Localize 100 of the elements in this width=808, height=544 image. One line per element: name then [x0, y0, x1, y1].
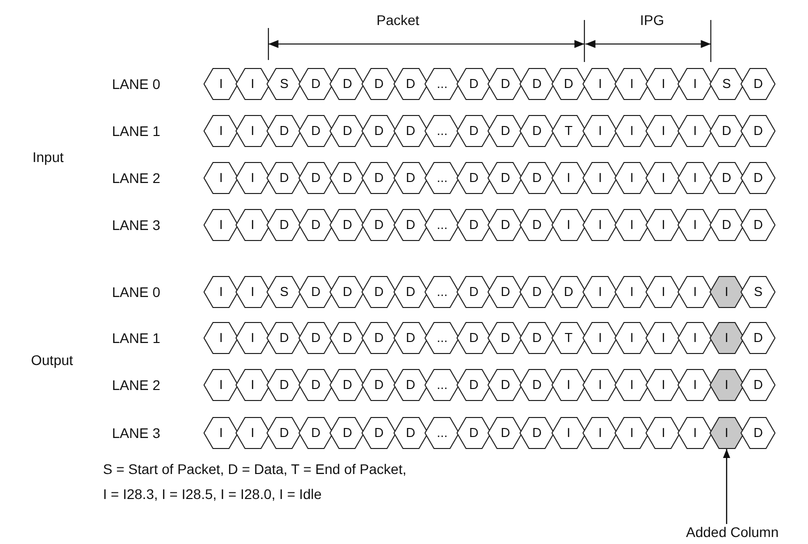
symbol-cell: I	[677, 115, 713, 147]
symbol-cell: I	[234, 369, 271, 401]
symbol-cell: D	[487, 417, 524, 449]
symbol-cell: I	[203, 322, 239, 354]
lane-label: LANE 1	[112, 123, 160, 139]
symbol-cell: D	[329, 162, 366, 194]
symbol-cell: I	[645, 115, 682, 147]
legend-note: S = Start of Packet, D = Data, T = End of Packet,	[103, 461, 406, 477]
symbol-cell: D	[487, 209, 524, 241]
symbol-cell: D	[519, 322, 555, 354]
symbol-cell: I	[645, 322, 682, 354]
symbol-cell: I	[645, 68, 682, 100]
symbol-cell: D	[456, 162, 492, 194]
symbol-cell: D	[392, 68, 429, 100]
symbol-cell: D	[456, 322, 492, 354]
lane-label: LANE 2	[112, 377, 160, 393]
symbol-cell: D	[392, 417, 429, 449]
symbol-cell: I	[203, 417, 239, 449]
symbol-cell: D	[392, 162, 429, 194]
symbol-cell: I	[614, 209, 650, 241]
symbol-cell: D	[361, 276, 397, 308]
symbol-cell: ...	[424, 209, 460, 241]
symbol-cell: D	[519, 162, 555, 194]
symbol-cell: I	[582, 115, 618, 147]
symbol-cell: D	[329, 369, 366, 401]
symbol-cell: ...	[424, 369, 460, 401]
lane-label: LANE 0	[112, 284, 160, 300]
symbol-cell: D	[519, 417, 555, 449]
symbol-cell: D	[392, 369, 429, 401]
symbol-cell: I	[582, 276, 618, 308]
symbol-cell: D	[740, 417, 776, 449]
symbol-cell: D	[266, 322, 302, 354]
symbol-cell: I	[234, 209, 271, 241]
symbol-cell: I	[234, 115, 271, 147]
symbol-cell: D	[266, 369, 302, 401]
symbol-cell: I	[203, 369, 239, 401]
symbol-cell: D	[392, 276, 429, 308]
symbol-cell: I	[614, 369, 650, 401]
symbol-cell: ...	[424, 162, 460, 194]
symbol-cell: I	[614, 276, 650, 308]
symbol-cell: D	[361, 322, 397, 354]
symbol-cell: D	[519, 276, 555, 308]
symbol-cell: I	[614, 162, 650, 194]
symbol-cell: I	[550, 162, 587, 194]
dimension-label: IPG	[640, 12, 664, 28]
symbol-cell: I	[582, 68, 618, 100]
symbol-cell: D	[519, 209, 555, 241]
symbol-cell: I	[614, 417, 650, 449]
symbol-cell: I	[550, 417, 587, 449]
lane-label: LANE 2	[112, 170, 160, 186]
symbol-cell: D	[456, 115, 492, 147]
symbol-cell: D	[266, 115, 302, 147]
symbol-cell: D	[487, 276, 524, 308]
symbol-cell: I	[582, 209, 618, 241]
symbol-cell: I	[645, 417, 682, 449]
symbol-cell: D	[266, 417, 302, 449]
group-label: Output	[31, 352, 74, 368]
symbol-cell: I	[677, 209, 713, 241]
symbol-cell: S	[708, 68, 745, 100]
symbol-cell: D	[740, 209, 776, 241]
lane-label: LANE 1	[112, 330, 160, 346]
symbol-cell: ...	[424, 276, 460, 308]
symbol-cell: I	[582, 322, 618, 354]
symbol-cell: D	[392, 115, 429, 147]
symbol-cell: I	[203, 162, 239, 194]
symbol-cell: D	[456, 417, 492, 449]
symbol-cell: I	[677, 162, 713, 194]
symbol-cell: I	[645, 276, 682, 308]
symbol-cell: D	[519, 369, 555, 401]
symbol-cell: D	[487, 369, 524, 401]
symbol-cell: D	[392, 322, 429, 354]
symbol-cell: D	[361, 209, 397, 241]
symbol-cell: D	[740, 162, 776, 194]
symbol-cell: I	[550, 369, 587, 401]
symbol-cell: D	[708, 209, 745, 241]
symbol-cell: I	[582, 369, 618, 401]
symbol-cell: I	[677, 68, 713, 100]
lane-label: LANE 0	[112, 76, 160, 92]
symbol-cell: D	[708, 162, 745, 194]
lane-label: LANE 3	[112, 425, 160, 441]
symbol-cell: I	[708, 369, 745, 401]
symbol-cell: I	[645, 369, 682, 401]
symbol-cell: D	[361, 115, 397, 147]
symbol-cell: ...	[424, 322, 460, 354]
symbol-cell: D	[298, 369, 334, 401]
symbol-cell: D	[456, 276, 492, 308]
symbol-cell: D	[329, 276, 366, 308]
symbol-cell: S	[740, 276, 776, 308]
symbol-cell: D	[329, 115, 366, 147]
symbol-cell: D	[519, 115, 555, 147]
symbol-cell: D	[456, 209, 492, 241]
symbol-cell: D	[329, 417, 366, 449]
symbol-cell: D	[298, 276, 334, 308]
symbol-cell: I	[234, 276, 271, 308]
symbol-cell: D	[487, 162, 524, 194]
symbol-cell: I	[582, 417, 618, 449]
symbol-cell: D	[519, 68, 555, 100]
symbol-cell: D	[298, 162, 334, 194]
symbol-cell: D	[740, 369, 776, 401]
symbol-cell: D	[329, 209, 366, 241]
